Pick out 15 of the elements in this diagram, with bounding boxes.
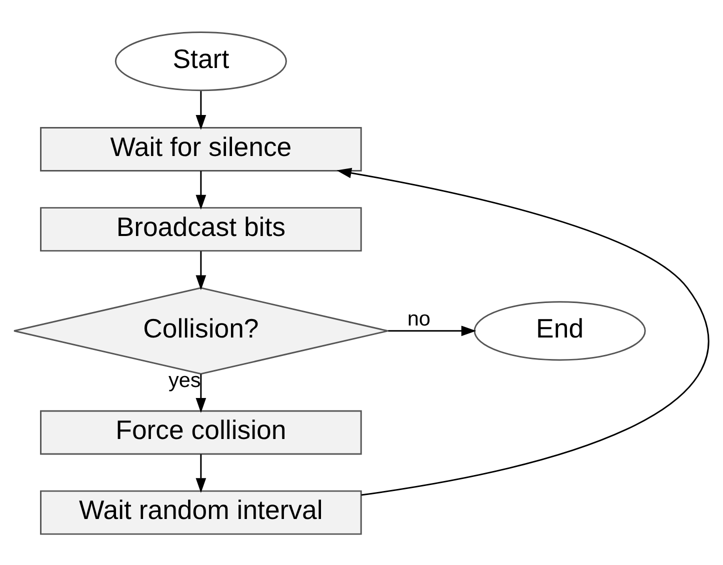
node-box: Force collision [40,410,362,454]
node-ellipse: End [474,300,646,360]
arrow [196,250,206,290]
edge-label: no [407,306,430,330]
node-diamond: Collision? [13,286,389,374]
node-box: Broadcast bits [40,206,362,252]
node-box: Wait for silence [40,126,362,171]
arrow [196,454,206,492]
node-ellipse: Start [114,30,287,91]
arrow [196,90,206,130]
arrow [388,325,476,336]
arrow [336,167,710,496]
arrow [196,170,206,210]
node-box: Wait random interval [40,490,362,534]
arrow [196,374,206,412]
